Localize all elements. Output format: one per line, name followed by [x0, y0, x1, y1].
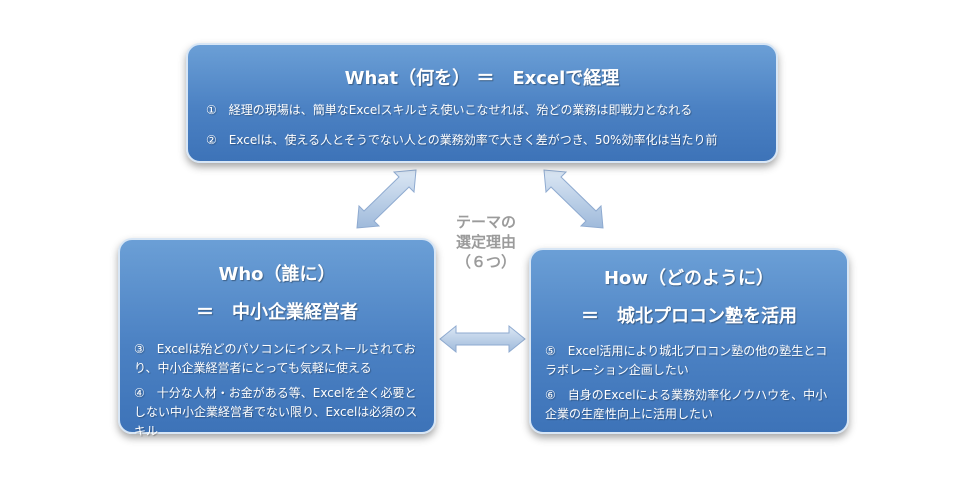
center-label-line-1: テーマの: [455, 213, 516, 231]
who-title: Who（誰に）: [218, 264, 336, 285]
what-title: What（何を） ＝ Excelで経理: [344, 68, 620, 89]
who-subtitle: ＝ 中小企業経営者: [196, 302, 358, 323]
what-item-1: ① 経理の現場は、簡単なExcelスキルさえ使いこなせれば、殆どの業務は即戦力と…: [206, 103, 693, 117]
center-label-line-2: 選定理由: [455, 233, 516, 251]
arrow-what-who: [356, 169, 417, 229]
arrow-what-how: [543, 169, 604, 229]
arrow-who-how: [439, 324, 526, 354]
who-item-3: ③ Excelは殆どのパソコンにインストールされており、中小企業経営者にとっても…: [134, 342, 416, 375]
how-item-6: ⑥ 自身のExcelによる業務効率化ノウハウを、中小企業の生産性向上に活用したい: [545, 388, 828, 421]
how-subtitle: ＝ 城北プロコン塾を活用: [581, 306, 797, 327]
center-label-line-3: （６つ）: [455, 253, 516, 271]
center-label: テーマの 選定理由 （６つ）: [438, 212, 534, 272]
how-box: How（どのように） ＝ 城北プロコン塾を活用 ⑤ Excel活用により城北プロ…: [529, 248, 849, 434]
what-box: What（何を） ＝ Excelで経理 ① 経理の現場は、簡単なExcelスキル…: [186, 43, 778, 163]
who-box: Who（誰に） ＝ 中小企業経営者 ③ Excelは殆どのパソコンにインストール…: [118, 238, 436, 438]
what-item-2: ② Excelは、使える人とそうでない人との業務効率で大きく差がつき、50%効率…: [206, 133, 718, 147]
how-item-5: ⑤ Excel活用により城北プロコン塾の他の塾生とコラボレーション企画したい: [545, 344, 828, 377]
who-item-4: ④ 十分な人材・お金がある等、Excelを全く必要としない中小企業経営者でない限…: [134, 386, 418, 438]
how-title: How（どのように）: [603, 268, 775, 289]
